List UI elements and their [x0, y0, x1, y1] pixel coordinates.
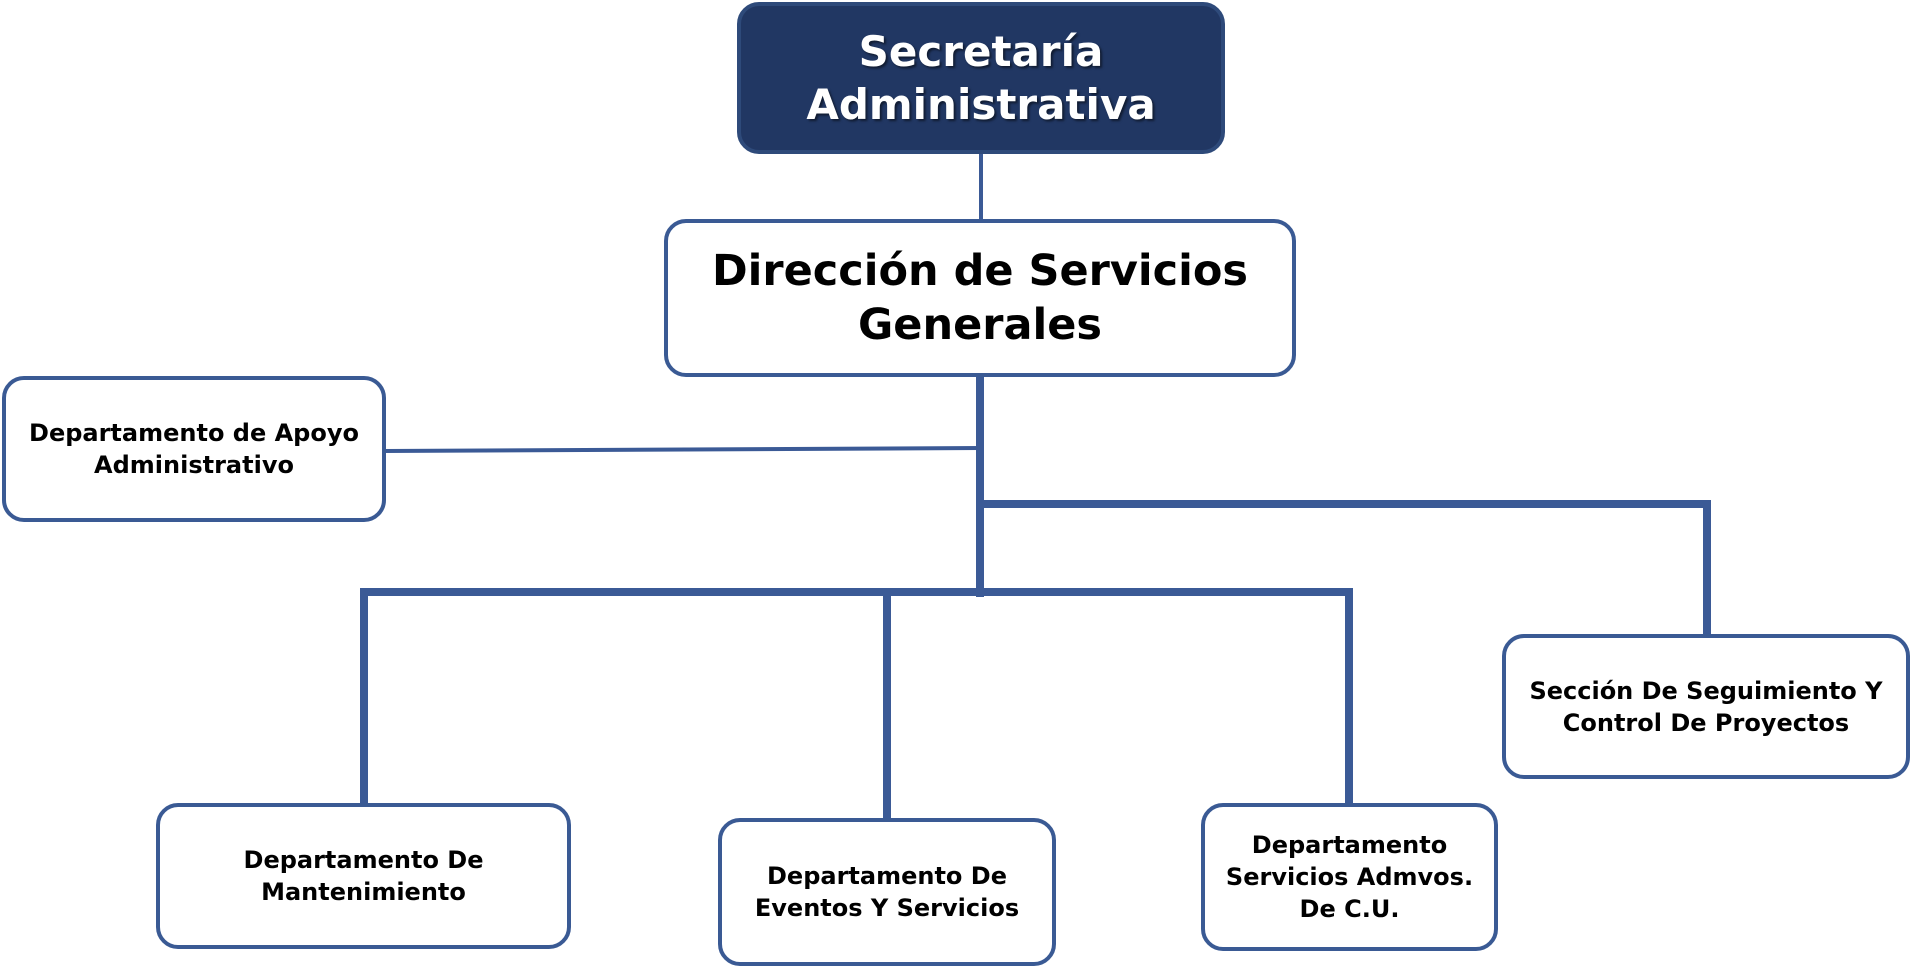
node-seccion-seguimiento-control-proyectos: Sección De Seguimiento Y Control De Proy…	[1502, 634, 1910, 779]
connector-to-seccion	[976, 500, 1711, 638]
node-label: Departamento Servicios Admvos. De C.U.	[1225, 831, 1474, 923]
node-departamento-eventos-servicios: Departamento De Eventos Y Servicios	[718, 818, 1056, 966]
node-label: Secretaría Administrativa	[806, 27, 1156, 129]
node-departamento-apoyo-administrativo: Departamento de Apoyo Administrativo	[2, 376, 386, 522]
node-label: Departamento de Apoyo Administrativo	[29, 419, 359, 479]
connector-to-apoyo	[383, 445, 983, 454]
node-label: Dirección de Servicios Generales	[711, 246, 1249, 350]
node-departamento-mantenimiento: Departamento De Mantenimiento	[156, 803, 571, 949]
node-label: Departamento De Eventos Y Servicios	[754, 862, 1020, 922]
node-direccion-servicios-generales: Dirección de Servicios Generales	[664, 219, 1296, 377]
node-departamento-servicios-admvos-cu: Departamento Servicios Admvos. De C.U.	[1201, 803, 1498, 951]
node-label: Sección De Seguimiento Y Control De Proy…	[1529, 676, 1883, 737]
node-label: Departamento De Mantenimiento	[243, 846, 484, 906]
node-secretaria-administrativa: Secretaría Administrativa	[737, 2, 1225, 154]
